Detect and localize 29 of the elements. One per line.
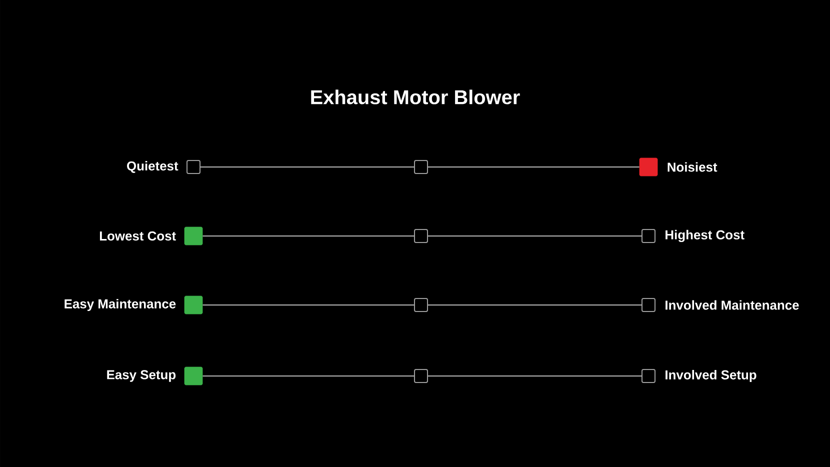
side-label: Noisiest	[668, 162, 718, 172]
empty-square	[414, 160, 428, 174]
connector-line	[202, 304, 414, 306]
side-label: Highest Cost	[666, 230, 744, 242]
empty-square	[414, 229, 428, 243]
side-label: Lowest Cost	[100, 231, 176, 241]
filled-square	[639, 158, 658, 176]
empty-square	[414, 298, 428, 312]
empty-square	[642, 298, 656, 312]
filled-square	[184, 226, 203, 246]
side-label: Easy Setup	[107, 370, 176, 382]
connector-line	[428, 235, 642, 237]
connector-line	[428, 304, 642, 306]
side-label: Involved Maintenance	[666, 300, 799, 310]
connector-line	[428, 166, 640, 168]
filled-square	[184, 366, 203, 386]
empty-square	[642, 229, 656, 243]
empty-square	[642, 369, 656, 383]
connector-line	[200, 166, 414, 168]
filled-square	[184, 296, 203, 314]
side-label: Easy Maintenance	[64, 298, 176, 312]
connector-line	[202, 235, 414, 237]
side-label: Quietest	[127, 161, 178, 173]
empty-square	[186, 160, 200, 174]
connector-line	[202, 375, 414, 377]
title: Exhaust Motor Blower	[311, 90, 520, 104]
empty-square	[414, 369, 428, 383]
connector-line	[428, 375, 642, 377]
side-label: Involved Setup	[666, 370, 756, 382]
